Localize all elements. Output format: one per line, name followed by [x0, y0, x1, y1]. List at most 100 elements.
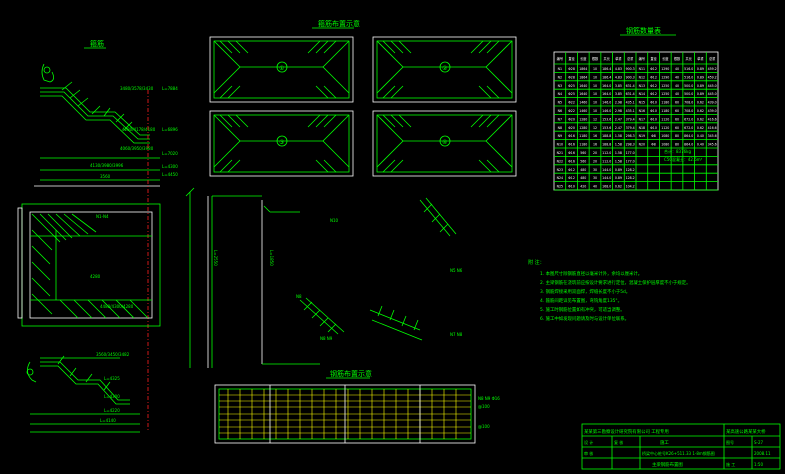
sheet-number: S-27: [754, 440, 764, 445]
svg-text:L=7020: L=7020: [162, 151, 178, 156]
quantity-table-title: 钢筋数量表: [626, 26, 661, 35]
table-cell: 12: [593, 117, 597, 121]
table-header-cell: 根数: [592, 56, 599, 61]
table-cell: 1080: [661, 134, 669, 138]
table-cell: 379.4: [626, 126, 635, 130]
table-cell: Φ20: [568, 117, 575, 121]
table-cell: 298.3: [626, 143, 635, 147]
table-cell: 164.0: [602, 84, 611, 88]
table-cell: Φ16: [568, 151, 575, 155]
table-cell: Φ8: [651, 134, 656, 138]
diagram-mark-3: ③: [279, 139, 284, 146]
table-cell: N4: [558, 92, 562, 96]
table-cell: Φ25: [568, 92, 575, 96]
table-cell: 12: [593, 126, 597, 130]
table-cell: 416.6: [708, 117, 717, 121]
table-cell: Φ20: [568, 126, 575, 130]
table-cell: 0.89: [697, 75, 704, 79]
table-header-cell: 根数: [674, 56, 681, 61]
svg-text:N7 N8: N7 N8: [450, 332, 463, 337]
svg-text:L=4300: L=4300: [162, 164, 178, 169]
table-cell: N6: [558, 109, 562, 113]
chainage-text: 桥梁中心桩号K26+511.33 1-8m钢筋图: [642, 450, 715, 456]
table-cell: 186.4: [602, 75, 611, 79]
svg-text:L=2550: L=2550: [213, 250, 218, 266]
table-header-cell: 编号: [639, 56, 645, 61]
table-cell: Φ10: [568, 185, 575, 189]
svg-text:4280/4178/4180: 4280/4178/4180: [122, 127, 156, 132]
grid-plan-title: 钢筋布置示意: [330, 369, 372, 378]
diagram-mark-1: ①: [279, 65, 284, 72]
table-cell: 345.6: [708, 134, 717, 138]
table-cell: 177.0: [626, 159, 635, 163]
table-cell: 144.0: [602, 168, 611, 172]
svg-text:N1-N4: N1-N4: [96, 214, 109, 219]
vertical-bar-details: L=2550 L=1850 N10: [185, 187, 339, 368]
table-cell: 1864: [579, 67, 587, 71]
table-cell: 1640: [579, 92, 587, 96]
table-cell: N23: [557, 168, 563, 172]
table-cell: Φ12: [650, 75, 657, 79]
table-cell: 439.0: [708, 101, 717, 105]
svg-text:L=7884: L=7884: [162, 86, 178, 91]
table-cell: 10: [593, 92, 597, 96]
table-cell: 345.6: [708, 143, 717, 147]
table-cell: 80: [675, 143, 679, 147]
table-cell: 0.89: [697, 67, 704, 71]
table-cell: 864.0: [684, 143, 693, 147]
table-cell: 3.85: [615, 84, 622, 88]
table-cell: N22: [557, 159, 563, 163]
table-cell: 10: [593, 84, 597, 88]
table-cell: 560: [580, 151, 586, 155]
table-cell: 1640: [579, 84, 587, 88]
table-cell: Φ16: [568, 143, 575, 147]
summary-line-1: 合计：8376kg: [664, 148, 691, 154]
table-cell: 298.3: [626, 134, 635, 138]
table-summary: 合计：8376kg C50混凝土：42.6m³: [664, 148, 703, 162]
table-cell: 4.83: [615, 75, 622, 79]
table-cell: 516.0: [684, 75, 693, 79]
table-cell: 1.58: [615, 143, 622, 147]
table-cell: 1290: [661, 75, 669, 79]
table-cell: N24: [557, 176, 563, 180]
table-cell: 1.58: [615, 134, 622, 138]
table-cell: 631.4: [626, 92, 635, 96]
stirrup-diagram-4: ④: [372, 110, 517, 177]
table-cell: 40: [675, 67, 679, 71]
table-cell: Φ16: [568, 134, 575, 138]
table-cell: 60: [675, 126, 679, 130]
table-cell: Φ12: [568, 176, 575, 180]
table-cell: N9: [558, 134, 562, 138]
svg-text:4280: 4280: [90, 274, 101, 279]
svg-text:L=1850: L=1850: [269, 250, 274, 266]
table-cell: 1120: [661, 117, 669, 121]
note-4: 4. 箍筋间距详见布置图，弯钩角度135°。: [540, 297, 622, 304]
drawing-scale: 1:50: [754, 462, 763, 467]
table-cell: N14: [639, 92, 645, 96]
table-cell: 1460: [579, 109, 587, 113]
notes-heading: 附 注：: [528, 259, 545, 266]
table-cell: 1.58: [615, 159, 622, 163]
svg-text:4480/4300/4280: 4480/4300/4280: [100, 304, 134, 309]
table-cell: 1290: [661, 67, 669, 71]
table-cell: 0.62: [615, 185, 622, 189]
table-cell: 708.0: [684, 101, 693, 105]
small-bar-details: N8 N8 N9 N5 N6 N7 N8: [296, 197, 463, 341]
table-cell: N21: [557, 151, 563, 155]
svg-text:3560/3450/3482: 3560/3450/3482: [96, 352, 130, 357]
table-header-cell: 直径: [650, 56, 657, 61]
table-cell: Φ12: [650, 84, 657, 88]
table-cell: N10: [557, 143, 563, 147]
table-header-cell: 共长: [686, 56, 693, 61]
table-cell: 1180: [661, 101, 669, 105]
table-cell: 10: [593, 67, 597, 71]
table-cell: 30: [593, 176, 597, 180]
table-cell: 0.89: [697, 84, 704, 88]
table-cell: 379.4: [626, 117, 635, 121]
project-name: 某高速公路某某大桥: [726, 428, 766, 435]
table-cell: N8: [558, 126, 562, 130]
table-cell: Φ22: [568, 101, 575, 105]
table-cell: 2.47: [615, 126, 622, 130]
table-cell: 0.89: [697, 92, 704, 96]
